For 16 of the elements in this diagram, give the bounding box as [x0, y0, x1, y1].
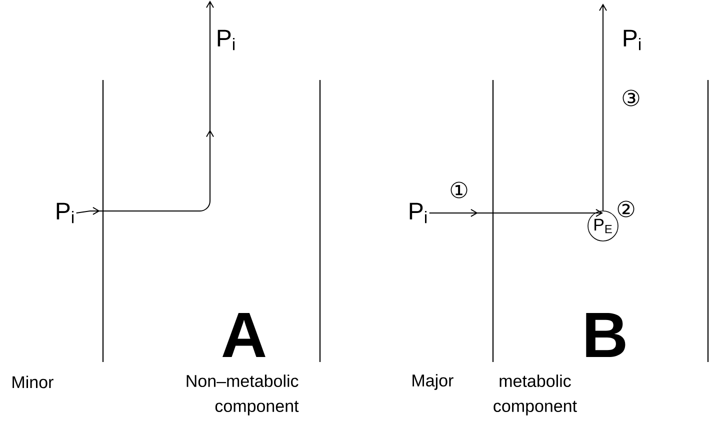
caption: Minor — [12, 376, 54, 388]
step-number: ② — [618, 200, 634, 218]
panel-letter: B — [586, 312, 626, 357]
step-number: ① — [448, 180, 470, 200]
caption: metabolic component — [494, 374, 577, 416]
phosphate-label: P$_{i}$ — [624, 30, 640, 50]
step-number: ③ — [620, 88, 642, 108]
phosphate-label: P$_{i}$ — [56, 202, 74, 224]
arrow — [428, 209, 603, 217]
caption: Non–metabolic component — [186, 374, 299, 416]
panel-letter: A — [222, 312, 266, 357]
arrow — [76, 0, 214, 215]
phosphate-label: P$_{i}$ — [218, 30, 234, 50]
caption: Major — [412, 374, 454, 390]
phosphate-label: P$_{i}$ — [410, 202, 426, 224]
arrow — [599, 4, 607, 212]
